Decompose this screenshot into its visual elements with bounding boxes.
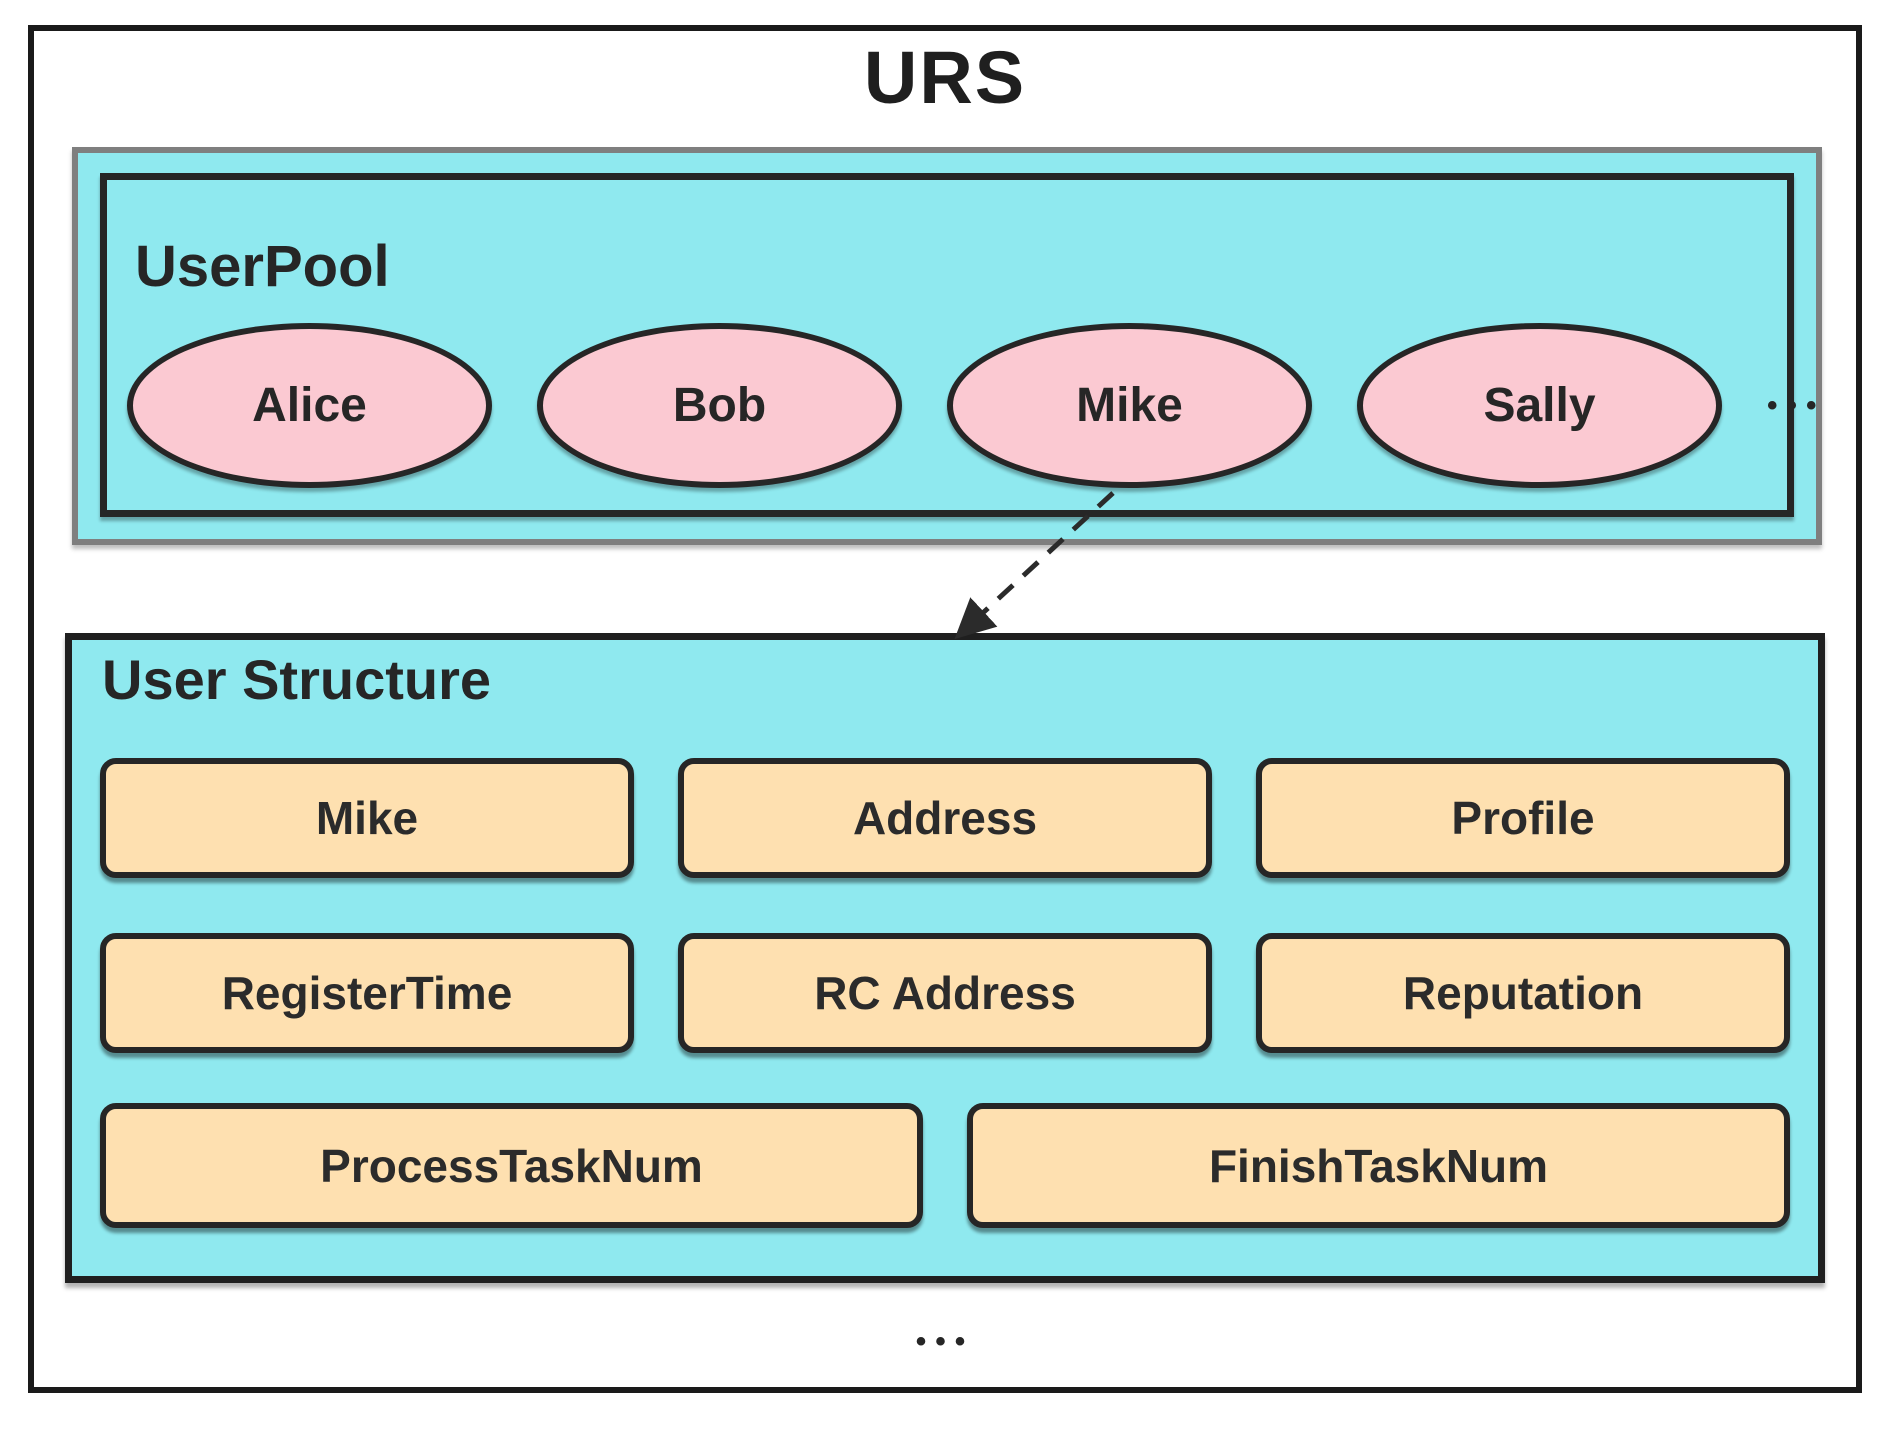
user-structure-box: User Structure Mike Address Profile Regi… xyxy=(65,633,1825,1283)
user-ellipse-mike: Mike xyxy=(947,323,1312,488)
user-ellipse-label: Alice xyxy=(252,379,367,432)
field-box-reputation: Reputation xyxy=(1256,933,1790,1053)
urs-diagram: URS UserPool Alice Bob Mike Sally ••• xyxy=(28,25,1862,1393)
field-box-address: Address xyxy=(678,758,1212,878)
field-box-registertime: RegisterTime xyxy=(100,933,634,1053)
userpool-ellipsis: ••• xyxy=(1767,388,1826,422)
field-box-finishtasknum: FinishTaskNum xyxy=(967,1103,1790,1228)
field-box-profile: Profile xyxy=(1256,758,1790,878)
userpool-outer-box: UserPool Alice Bob Mike Sally ••• xyxy=(72,147,1822,545)
field-box-mike: Mike xyxy=(100,758,634,878)
structure-field-row-1: Mike Address Profile xyxy=(100,758,1790,878)
user-ellipse-label: Sally xyxy=(1483,379,1596,432)
diagram-title: URS xyxy=(863,36,1027,119)
userpool-label: UserPool xyxy=(135,234,390,299)
user-ellipse-bob: Bob xyxy=(537,323,902,488)
user-ellipse-label: Mike xyxy=(1076,379,1183,432)
structure-field-row-3: ProcessTaskNum FinishTaskNum xyxy=(100,1103,1790,1228)
userpool-box: UserPool Alice Bob Mike Sally ••• xyxy=(100,173,1817,517)
field-box-rc-address: RC Address xyxy=(678,933,1212,1053)
field-box-processtasknum: ProcessTaskNum xyxy=(100,1103,923,1228)
bottom-ellipsis-dots: ••• xyxy=(915,1325,975,1358)
user-ellipse-label: Bob xyxy=(672,379,767,432)
user-ellipse-sally: Sally xyxy=(1357,323,1722,488)
userpool-users-row: Alice Bob Mike Sally ••• xyxy=(127,323,1817,488)
user-structure-label: User Structure xyxy=(102,648,492,711)
user-ellipse-alice: Alice xyxy=(127,323,492,488)
bottom-ellipsis: ••• xyxy=(34,1327,1856,1357)
structure-field-row-2: RegisterTime RC Address Reputation xyxy=(100,933,1790,1053)
